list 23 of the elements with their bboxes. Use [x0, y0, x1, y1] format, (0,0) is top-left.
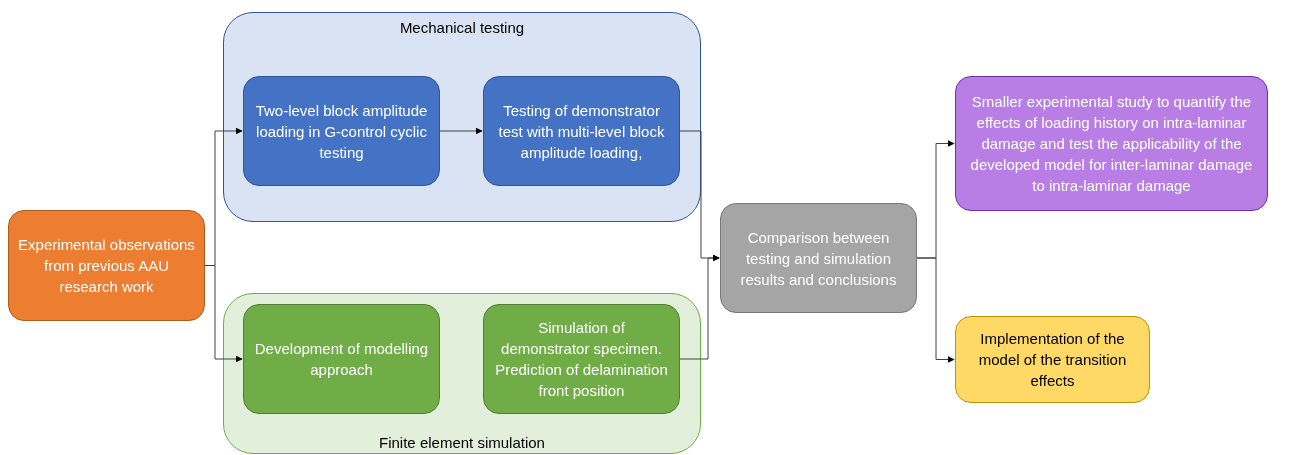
- connector-arrow: [916, 257, 955, 363]
- box-text: Comparison between testing and simulation results and conclusions: [739, 227, 898, 290]
- process-box: [955, 316, 1150, 403]
- process-box: [720, 203, 917, 313]
- group-title: Mechanical testing: [399, 19, 525, 38]
- connector-arrow: [439, 127, 483, 135]
- group-panel: [223, 12, 701, 222]
- box-text: Implementation of the model of the transition effects: [977, 329, 1128, 391]
- process-box: [483, 304, 680, 414]
- process-box: [243, 76, 440, 186]
- process-box: [8, 210, 205, 321]
- process-box: [955, 76, 1268, 211]
- group-panel: [223, 293, 701, 454]
- box-text: Simulation of demonstrator specimen. Prediction of delamination front position: [494, 318, 669, 401]
- box-text: Smaller experimental study to quantify the effects of loading history on intra-laminar damage and test the applicability of the developed model for inter-laminar damage to intra-laminar damage: [969, 92, 1254, 196]
- process-box: [243, 304, 440, 414]
- group-title: Finite element simulation: [379, 434, 545, 453]
- box-text: Two-level block amplitude loading in G-control cyclic testing: [254, 100, 429, 163]
- process-box: [483, 76, 680, 186]
- box-text: Experimental observations from previous AAU research work: [17, 235, 196, 297]
- box-text: Testing of demonstrator test with multi-level block amplitude loading,: [497, 100, 666, 163]
- connector-arrow: [679, 254, 720, 360]
- box-text: Development of modelling approach: [253, 339, 430, 380]
